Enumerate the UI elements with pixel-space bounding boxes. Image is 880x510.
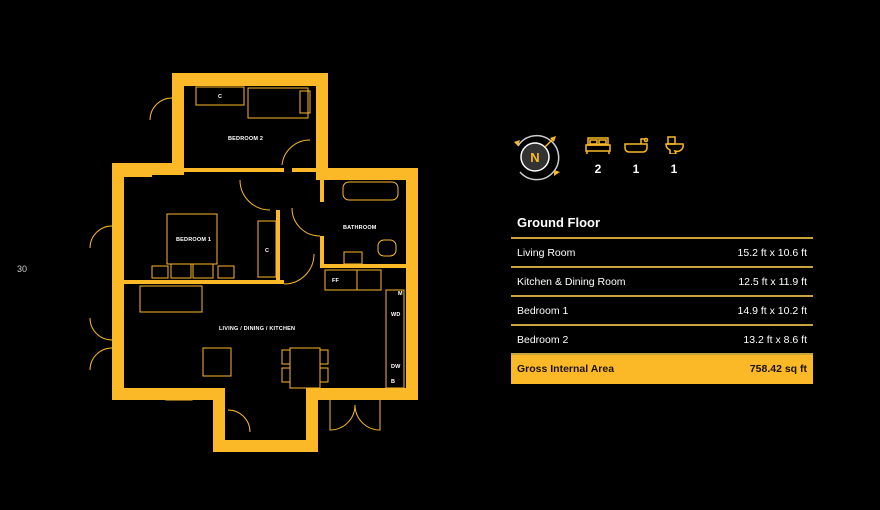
room-label-bathroom: BATHROOM [343, 225, 377, 231]
floor-title: Ground Floor [511, 207, 813, 239]
cupboard-label: C [265, 248, 269, 254]
microwave-label: M [398, 291, 403, 297]
feature-bathrooms: 1 [621, 136, 651, 176]
room-size: 13.2 ft x 8.6 ft [743, 334, 807, 346]
total-label: Gross Internal Area [517, 363, 615, 375]
room-size: 15.2 ft x 10.6 ft [737, 247, 807, 259]
cupboard-label: C [218, 94, 222, 100]
dishwasher-label: DW [391, 364, 401, 370]
washer-dryer-label: WD [391, 312, 401, 318]
toilet-count: 1 [670, 162, 678, 176]
room-schedule: Ground Floor Living Room 15.2 ft x 10.6 f… [511, 207, 813, 384]
feature-bedrooms: 2 [583, 136, 613, 176]
total-value: 758.42 sq ft [749, 363, 807, 375]
fridge-freezer-label: FF [332, 278, 340, 284]
room-name: Living Room [517, 247, 576, 259]
room-name: Bedroom 1 [517, 305, 569, 317]
room-size: 14.9 ft x 10.2 ft [737, 305, 807, 317]
bedroom-count: 2 [594, 162, 602, 176]
room-size: 12.5 ft x 11.9 ft [738, 276, 807, 288]
room-name: Bedroom 2 [517, 334, 569, 346]
table-row: Bedroom 2 13.2 ft x 8.6 ft [511, 326, 813, 355]
toilet-icon [665, 136, 684, 154]
bed-icon [585, 137, 611, 154]
fixtures [89, 86, 405, 433]
room-label-bedroom-1: BEDROOM 1 [176, 237, 211, 243]
bathroom-count: 1 [632, 162, 640, 176]
compass-label: N [530, 150, 539, 165]
table-row: Kitchen & Dining Room 12.5 ft x 11.9 ft [511, 268, 813, 297]
room-name: Kitchen & Dining Room [517, 276, 626, 288]
table-row: Bedroom 1 14.9 ft x 10.2 ft [511, 297, 813, 326]
table-row: Living Room 15.2 ft x 10.6 ft [511, 239, 813, 268]
walls [112, 73, 418, 452]
room-label-living-dining-kitchen: LIVING / DINING / KITCHEN [219, 326, 295, 332]
page-number: 30 [17, 264, 28, 274]
gross-internal-area-row: Gross Internal Area 758.42 sq ft [511, 355, 813, 384]
room-label-bedroom-2: BEDROOM 2 [228, 136, 263, 142]
boiler-label: B [391, 379, 395, 385]
bath-icon [624, 137, 649, 153]
compass-north-icon: N [510, 132, 562, 184]
feature-toilets: 1 [659, 136, 689, 176]
